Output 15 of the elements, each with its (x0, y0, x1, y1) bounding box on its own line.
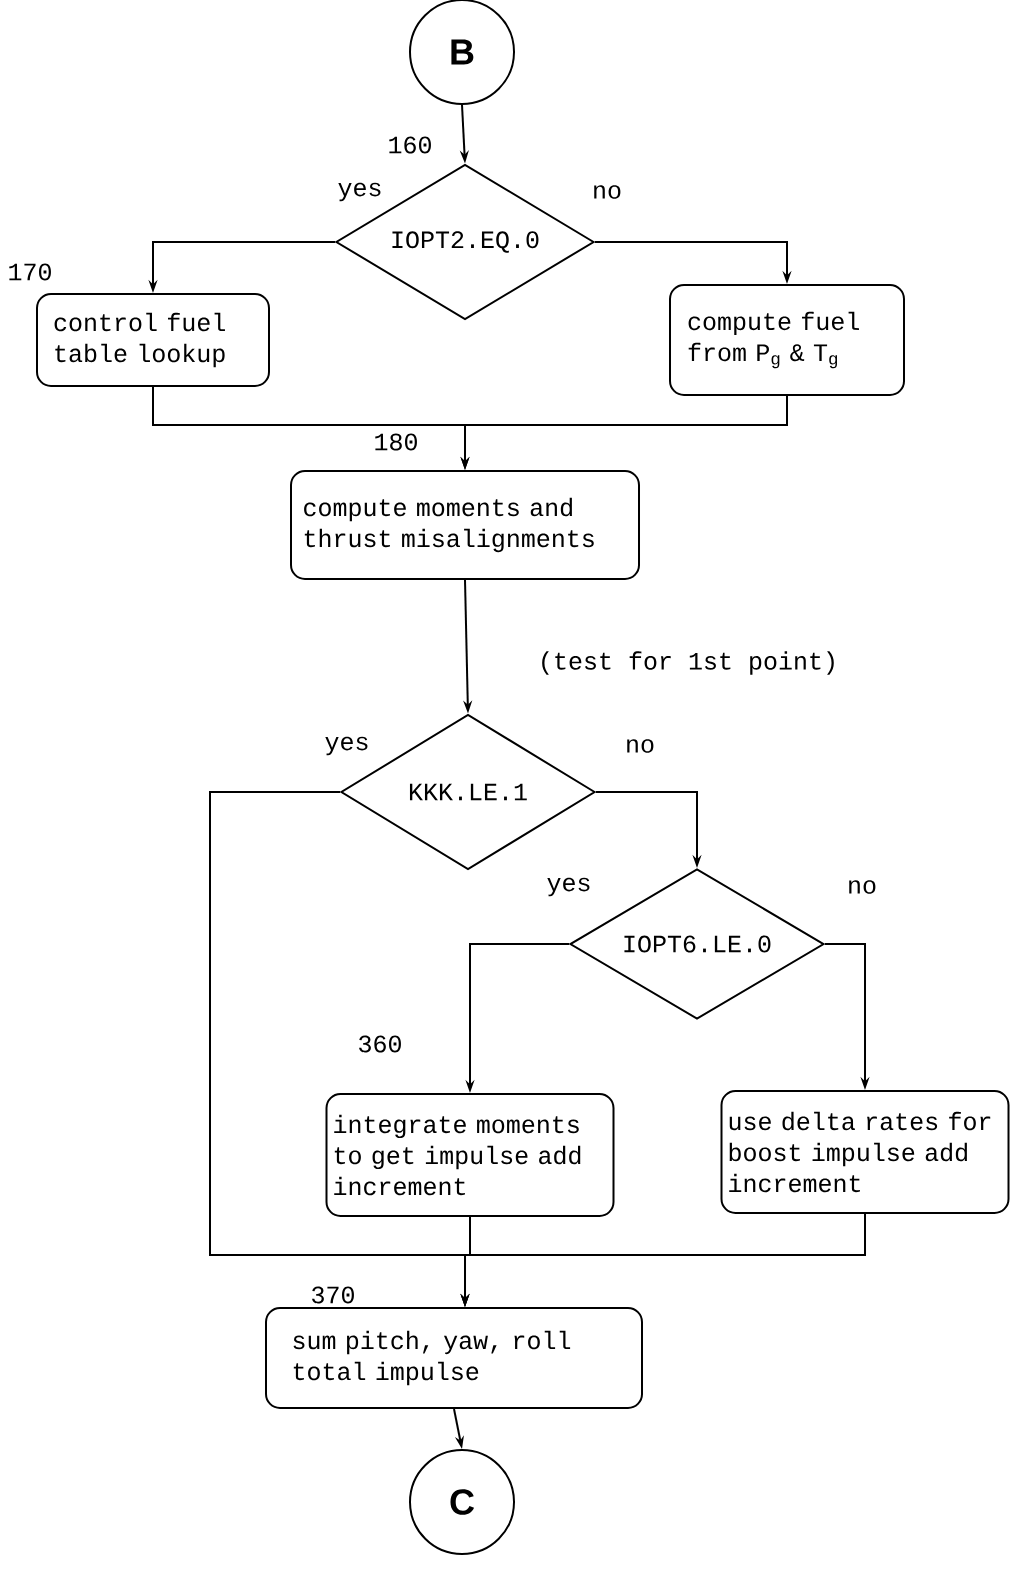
process-box: control fuel table lookup (36, 293, 270, 387)
step-number: 370 (312, 1286, 354, 1304)
process-box: compute fuel from P$_{g}$ & T$_{g}$ (669, 284, 905, 396)
step-number: 180 (375, 433, 417, 451)
step-number: 160 (389, 136, 431, 154)
edge-label: no (623, 737, 657, 755)
process-box: integrate moments to get impulse add increment (325, 1093, 615, 1217)
edge-label: no (845, 878, 879, 896)
note: (test for 1st point) (542, 651, 834, 675)
process-box: sum pitch, yaw, roll total impulse (265, 1307, 643, 1409)
step-number: 170 (9, 263, 51, 281)
process-box: compute moments and thrust misalignments (290, 470, 640, 580)
step-number: 360 (359, 1035, 401, 1053)
process-box: use delta rates for boost impulse add increment (720, 1090, 1010, 1214)
edge-label: yes (335, 180, 385, 204)
